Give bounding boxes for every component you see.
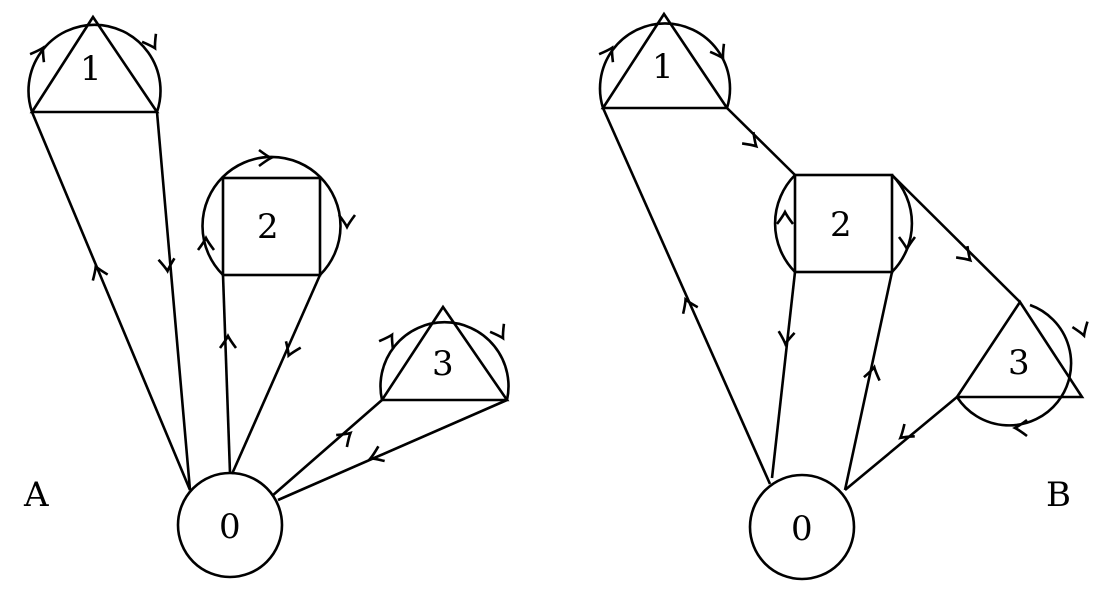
arrow-chevron: [336, 431, 353, 448]
arrow-chevron: [367, 445, 385, 463]
arrow-chevron: [741, 131, 759, 149]
edge: [601, 107, 772, 485]
arrow-chevron: [29, 45, 46, 63]
node-1-triangle: [600, 11, 730, 110]
edge: [30, 111, 192, 491]
node-0-circle: [748, 473, 856, 581]
arrow-chevron: [897, 236, 917, 252]
node-3-label: 3: [432, 344, 454, 384]
edge: [155, 111, 192, 491]
edge: [221, 274, 232, 474]
arrow-chevron: [898, 423, 915, 440]
arrow-chevron: [141, 33, 158, 51]
loop-3: [955, 303, 1073, 427]
edge: [271, 399, 383, 497]
node-3-triangle: [379, 304, 510, 402]
arrow-chevron: [218, 333, 238, 349]
arrow-chevron: [709, 43, 726, 61]
arrow-chevron: [863, 364, 881, 382]
arrow-chevron: [91, 263, 109, 281]
node-1-label: 1: [80, 49, 102, 89]
node-2-square: [221, 176, 322, 277]
arrow-chevron: [598, 45, 615, 63]
arrow-chevron: [284, 341, 302, 359]
node-0-label: 0: [791, 509, 813, 549]
arrow-chevron: [777, 330, 796, 347]
edge: [770, 271, 797, 479]
arrow-chevron: [681, 296, 699, 315]
arrow-chevron: [775, 209, 795, 225]
loop-1: [27, 23, 162, 113]
arrow-chevron: [157, 257, 176, 274]
edge: [230, 274, 322, 475]
arrow-marks: [29, 33, 1089, 463]
edge: [726, 107, 796, 176]
arrow-chevron: [196, 235, 216, 251]
node-1-label: 1: [652, 47, 674, 87]
arrow-chevron: [1071, 321, 1089, 339]
panel-label-a: A: [23, 475, 49, 515]
edge: [277, 398, 508, 502]
edge: [843, 271, 894, 491]
loop-2-left: [773, 174, 796, 273]
loop-3: [379, 321, 510, 401]
arrow-chevron: [258, 148, 274, 168]
node-1-triangle: [29, 14, 160, 114]
arrow-chevron: [1012, 418, 1028, 438]
edge: [844, 395, 958, 492]
panel-b: 1 2 3 0 B: [598, 11, 1085, 581]
node-3-triangle: [954, 299, 1085, 399]
loop-1: [598, 22, 732, 109]
arrow-chevron: [955, 245, 973, 263]
node-2-square: [793, 173, 894, 274]
arrow-chevron: [337, 214, 357, 230]
node-3-label: 3: [1008, 343, 1030, 383]
node-2-label: 2: [257, 207, 279, 247]
arrow-chevron: [378, 332, 395, 350]
panel-label-b: B: [1046, 475, 1071, 515]
loop-2-right: [891, 174, 914, 273]
node-0-label: 0: [219, 507, 241, 547]
panel-a: 1 2 3 0 A: [23, 14, 510, 579]
node-2-label: 2: [830, 205, 852, 245]
edge: [891, 174, 1021, 303]
arrow-chevron: [489, 323, 506, 341]
